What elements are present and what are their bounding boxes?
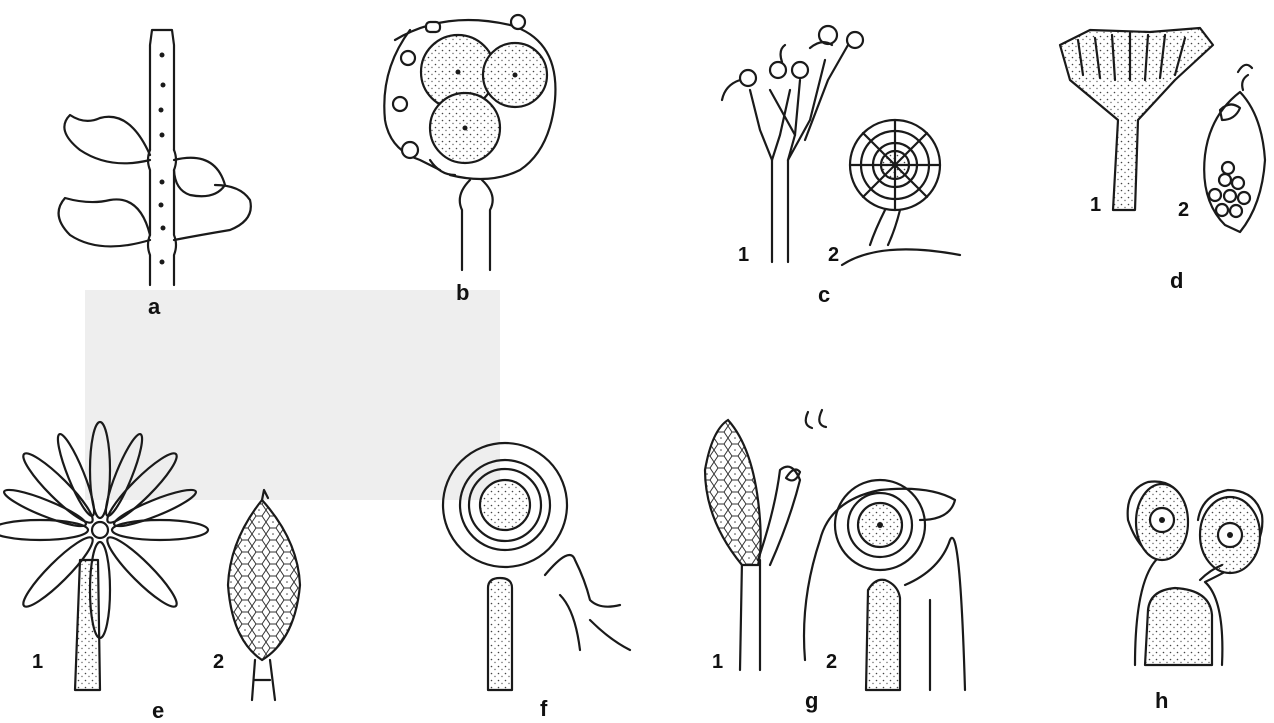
panel-c-sublabel-2: 2 [828,245,839,265]
panel-label-d: d [1170,270,1183,292]
panel-label-a: a [148,296,160,318]
panel-label-g: g [805,690,818,712]
panel-b-drawing [384,15,555,270]
panel-label-c: c [818,284,830,306]
panel-label-f: f [540,698,547,720]
panel-label-h: h [1155,690,1168,712]
panel-a-drawing [59,30,251,285]
panel-d-sublabel-1: 1 [1090,195,1101,215]
panel-g-sublabel-1: 1 [712,652,723,672]
panel-d-sublabel-2: 2 [1178,200,1189,220]
panel-c-drawing [722,26,960,265]
panel-e-sublabel-2: 2 [213,652,224,672]
panel-label-e: e [152,700,164,722]
panel-g-sublabel-2: 2 [826,652,837,672]
panel-e-sublabel-1: 1 [32,652,43,672]
panel-label-b: b [456,282,469,304]
panel-h-drawing [1128,481,1263,665]
panel-c-sublabel-1: 1 [738,245,749,265]
panel-g-drawing [705,410,965,690]
